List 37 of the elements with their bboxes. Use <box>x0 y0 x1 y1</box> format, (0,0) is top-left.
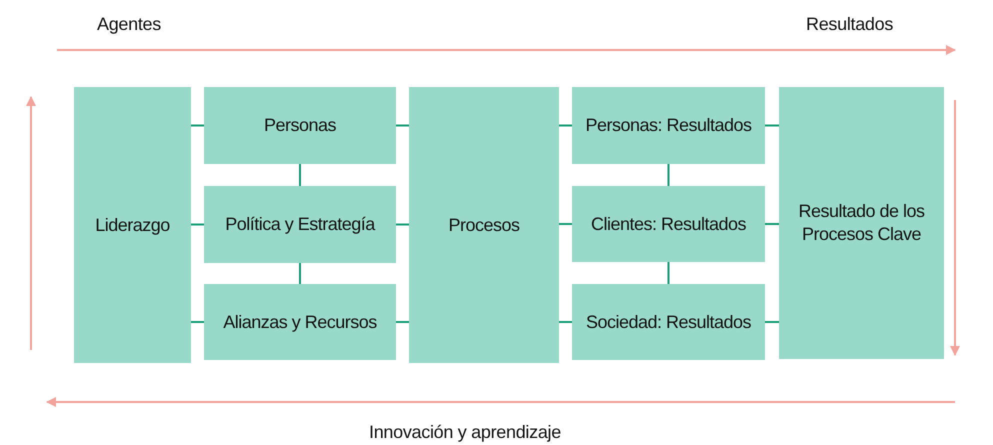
axis-label: Resultados <box>806 14 894 35</box>
connector-line <box>559 223 572 225</box>
process-box <box>204 87 396 164</box>
process-box <box>779 87 944 359</box>
axis-label: Agentes <box>97 14 161 35</box>
process-box <box>204 186 396 263</box>
connector-line <box>191 224 204 226</box>
connector-line <box>396 224 409 226</box>
box-label: Procesos <box>447 214 521 236</box>
connector-line <box>299 164 301 186</box>
box-label: Resultado de los Procesos Clave <box>797 200 926 246</box>
connector-line <box>299 263 301 284</box>
connector-line <box>668 164 670 186</box>
connector-line <box>765 124 779 126</box>
box-label: Alianzas y Recursos <box>222 310 378 334</box>
process-box <box>572 87 765 164</box>
connector-line <box>765 223 779 225</box>
process-box <box>409 87 559 363</box>
connector-line <box>396 124 409 126</box>
connector-line <box>191 124 204 126</box>
box-label: Personas <box>262 114 338 137</box>
connector-line <box>668 262 670 284</box>
process-box <box>572 186 765 262</box>
box-label: Sociedad: Resultados <box>584 310 752 334</box>
connector-line <box>559 124 572 126</box>
axis-label: Innovación y aprendizaje <box>369 422 561 443</box>
box-label: Liderazgo <box>94 214 171 236</box>
box-label: Clientes: Resultados <box>590 212 748 236</box>
connector-line <box>396 321 409 323</box>
connector-line <box>191 321 204 323</box>
process-box <box>204 284 396 360</box>
box-label: Personas: Resultados <box>584 114 753 137</box>
connector-line <box>559 321 572 323</box>
box-label: Política y Estrategía <box>224 213 376 236</box>
process-box <box>572 284 765 360</box>
connector-line <box>765 321 779 323</box>
process-box <box>74 87 191 363</box>
